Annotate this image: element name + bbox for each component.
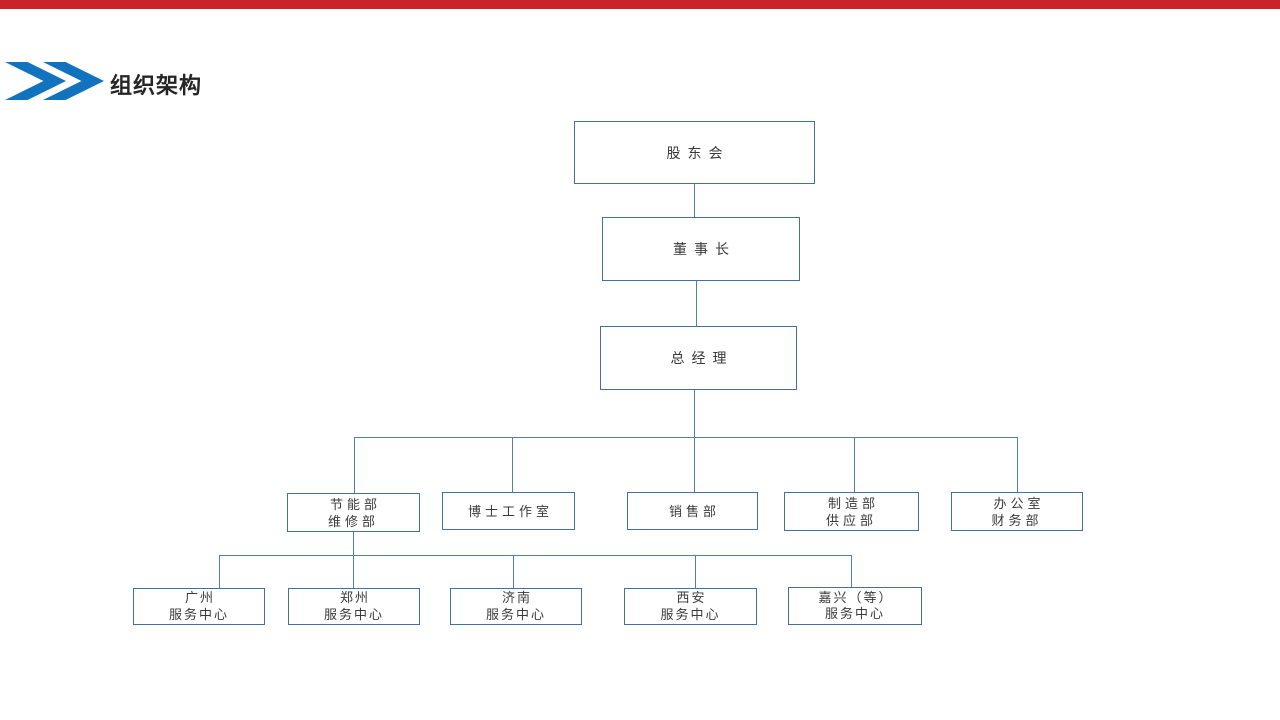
connector-line [353,555,354,588]
node-label: 广州 服务中心 [168,590,229,622]
node-chairman: 董事长 [602,217,800,281]
connector-line [694,390,695,437]
node-jinan-service-center: 济南 服务中心 [450,588,582,625]
node-label: 销售部 [668,503,720,519]
connector-line [513,555,514,588]
node-energy-maintenance-dept: 节能部 维修部 [287,493,420,532]
node-general-manager: 总经理 [600,326,797,390]
node-label: 董事长 [673,241,736,257]
connector-line [694,184,695,217]
node-label: 总经理 [670,350,734,366]
node-label: 办公室 财务部 [991,495,1045,528]
node-doctor-studio: 博士工作室 [442,492,575,530]
connector-line [354,437,1018,438]
node-shareholders: 股东会 [574,121,815,184]
connector-line [695,555,696,588]
page-title: 组织架构 [110,73,203,98]
node-label: 郑州 服务中心 [323,590,384,622]
connector-line [694,437,695,492]
node-label: 嘉兴（等） 服务中心 [818,589,894,622]
node-label: 股东会 [666,144,730,161]
connector-line [851,555,852,588]
node-label: 节能部 维修部 [327,496,381,529]
connector-line [854,437,855,492]
node-label: 西安 服务中心 [660,590,721,622]
connector-line [512,437,513,492]
node-label: 制造部 供应部 [825,495,879,528]
top-accent-bar [0,0,1280,9]
node-guangzhou-service-center: 广州 服务中心 [133,588,265,625]
node-label: 博士工作室 [467,503,553,519]
connector-line [1017,437,1018,492]
node-manufacturing-supply-dept: 制造部 供应部 [784,492,919,531]
connector-line [353,532,354,555]
node-label: 济南 服务中心 [485,590,546,622]
node-office-finance-dept: 办公室 财务部 [951,492,1083,531]
node-jiaxing-service-center: 嘉兴（等） 服务中心 [788,587,922,625]
connector-line [219,555,851,556]
node-sales-dept: 销售部 [627,492,758,530]
node-xian-service-center: 西安 服务中心 [624,588,757,625]
node-zhengzhou-service-center: 郑州 服务中心 [288,588,420,625]
connector-line [696,281,697,326]
connector-line [219,555,220,588]
connector-line [354,437,355,493]
